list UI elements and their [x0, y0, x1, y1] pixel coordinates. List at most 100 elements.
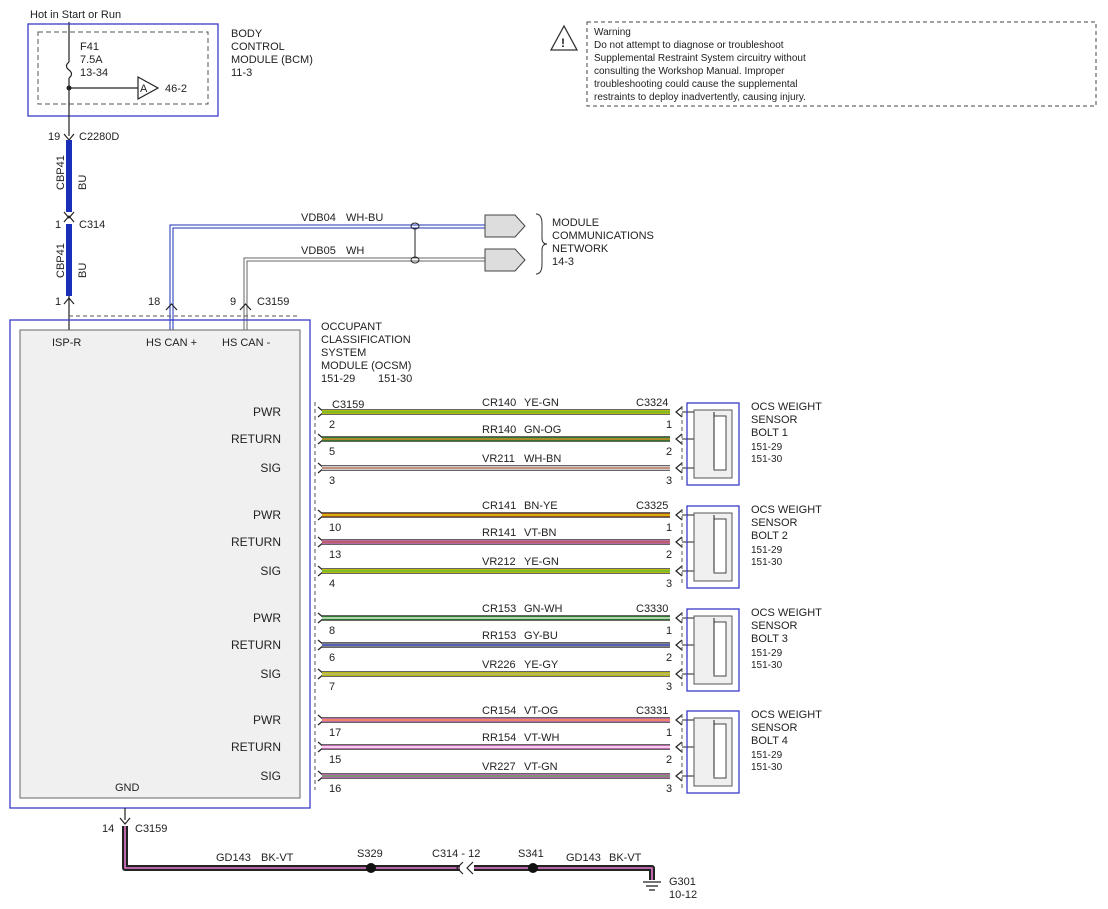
bolt2-connector-label: C3325: [636, 500, 668, 512]
bolt1-ref-1: 151-29: [751, 442, 783, 453]
bolt4-pwr-label: PWR: [253, 713, 281, 727]
bolt4-sensor-outline: [686, 710, 740, 794]
ocsm-gnd-label: GND: [115, 782, 140, 794]
bolt1-sig-color: WH-BN: [524, 453, 561, 465]
ocsm-name-1: OCCUPANT: [321, 321, 382, 333]
s341-splice-icon: [528, 863, 538, 873]
bolt1-sig-circuit: VR211: [482, 453, 515, 465]
bolt4-sensor-element-icon: [713, 723, 727, 779]
bolt2-return-sensor-pin: 2: [666, 549, 672, 561]
bolt2-return-color: VT-BN: [524, 527, 556, 539]
bolt2-return-label: RETURN: [231, 535, 281, 549]
fuse-ref: 13-34: [80, 67, 108, 79]
cbp41-lower-circuit: CBP41: [55, 243, 67, 278]
bolt1-name-3: BOLT 1: [751, 427, 788, 439]
g301-label: G301: [669, 876, 696, 888]
ocsm-ref-2: 151-30: [378, 373, 412, 385]
hscan-minus-connector-icon: [239, 303, 252, 311]
warning-line-3: consulting the Workshop Manual. Improper: [594, 66, 785, 77]
bolt2-sig-label: SIG: [260, 564, 281, 578]
power-source-label: Hot in Start or Run: [30, 9, 121, 21]
vdb04-arrow-icon: [484, 214, 526, 238]
vdb05-wire-outer: [243, 257, 485, 330]
bolt4-connector-label: C3331: [636, 705, 668, 717]
ocsm-name-3: SYSTEM: [321, 347, 366, 359]
bolt2-return-module-pin: 13: [329, 549, 341, 561]
vdb04-color: WH-BU: [346, 212, 383, 224]
bolt3-name-1: OCS WEIGHT: [751, 607, 822, 619]
ocsm-pin-hscan-plus: HS CAN +: [146, 337, 197, 349]
warning-exclamation-icon: !: [561, 36, 565, 50]
hscan-minus-pin: 9: [230, 296, 236, 308]
network-ref: 14-3: [552, 256, 574, 268]
bolt1-return-circuit: RR140: [482, 424, 516, 436]
bolt2-pwr-color: BN-YE: [524, 500, 558, 512]
bolt3-name-3: BOLT 3: [751, 633, 788, 645]
c314-12-connector-left-icon: [456, 861, 464, 875]
bolt2-name-2: SENSOR: [751, 517, 798, 529]
gnd-connector-label: C3159: [135, 823, 167, 835]
bolt1-pwr-color: YE-GN: [524, 397, 559, 409]
bolt2-pwr-label: PWR: [253, 508, 281, 522]
ocsm-internal-box: [19, 329, 301, 799]
fuse-label: F41: [80, 41, 99, 53]
bolt2-sig-sensor-connector-icon: [675, 565, 683, 577]
bolt1-return-module-pin: 5: [329, 446, 335, 458]
ocsm-top-connector: C3159: [257, 296, 289, 308]
bolt1-return-color: GN-OG: [524, 424, 561, 436]
bolt2-sensor-outline: [686, 505, 740, 589]
bolt2-sensor-element-icon: [713, 518, 727, 574]
gd143-left-circuit: GD143: [216, 852, 251, 864]
c314-12-connector-right-icon: [466, 861, 474, 875]
vdb05-wire-inner: [246, 260, 485, 330]
bolt1-pwr-circuit: CR140: [482, 397, 516, 409]
bolt3-sig-sensor-connector-icon: [675, 668, 683, 680]
bolt4-name-3: BOLT 4: [751, 735, 788, 747]
gnd-connector-icon: [119, 817, 131, 825]
bolt2-ref-2: 151-30: [751, 557, 783, 568]
bolt3-pwr-color: GN-WH: [524, 603, 563, 615]
bolt1-pwr-module-pin: 2: [329, 419, 335, 431]
bolt2-return-circuit: RR141: [482, 527, 516, 539]
c314-pin: 1: [55, 219, 61, 231]
bolt1-return-sensor-connector-icon: [675, 433, 683, 445]
bolt3-sensor-element-icon: [713, 621, 727, 677]
c314-12-label: C314 - 12: [432, 848, 480, 860]
bolt1-ref-2: 151-30: [751, 454, 783, 465]
bolt1-return-sensor-pin: 2: [666, 446, 672, 458]
bcm-ref: 11-3: [231, 67, 252, 79]
hscan-plus-pin: 18: [148, 296, 160, 308]
ocsm-name-2: CLASSIFICATION: [321, 334, 411, 346]
bcm-arrow-ref: 46-2: [165, 83, 187, 95]
bolt2-ref-1: 151-29: [751, 545, 783, 556]
bolt1-connector-label: C3324: [636, 397, 668, 409]
bolt3-return-color: GY-BU: [524, 630, 558, 642]
bcm-arrow-label: A: [140, 83, 148, 95]
bolt4-pwr-sensor-connector-icon: [675, 714, 683, 726]
bolt1-sensor-outline: [686, 402, 740, 486]
bcm-internal-box: [37, 31, 209, 105]
bolt1-name-2: SENSOR: [751, 414, 798, 426]
bolt1-sig-module-pin: 3: [329, 475, 335, 487]
network-label-3: NETWORK: [552, 243, 609, 255]
bolt2-sig-color: YE-GN: [524, 556, 559, 568]
bolt4-ref-2: 151-30: [751, 762, 783, 773]
bolt4-pwr-module-pin: 17: [329, 727, 341, 739]
bolt4-pwr-circuit: CR154: [482, 705, 516, 717]
bolt2-pwr-module-pin: 10: [329, 522, 341, 534]
bolt4-return-sensor-connector-icon: [675, 741, 683, 753]
bolt3-connector-label: C3330: [636, 603, 668, 615]
bolt1-return-label: RETURN: [231, 432, 281, 446]
bolt4-sig-module-pin: 16: [329, 783, 341, 795]
vdb04-wire-inner: [172, 227, 485, 330]
bolt4-return-circuit: RR154: [482, 732, 516, 744]
bolt4-ref-1: 151-29: [751, 750, 783, 761]
warning-box: [586, 21, 1097, 107]
warning-title: Warning: [594, 27, 631, 38]
bcm-ref-arrow-icon: [137, 75, 160, 101]
vdb05-color: WH: [346, 245, 364, 257]
ocsm-ref-1: 151-29: [321, 373, 355, 385]
c314-label: C314: [79, 219, 105, 231]
bolt2-sig-sensor-pin: 3: [666, 578, 672, 590]
